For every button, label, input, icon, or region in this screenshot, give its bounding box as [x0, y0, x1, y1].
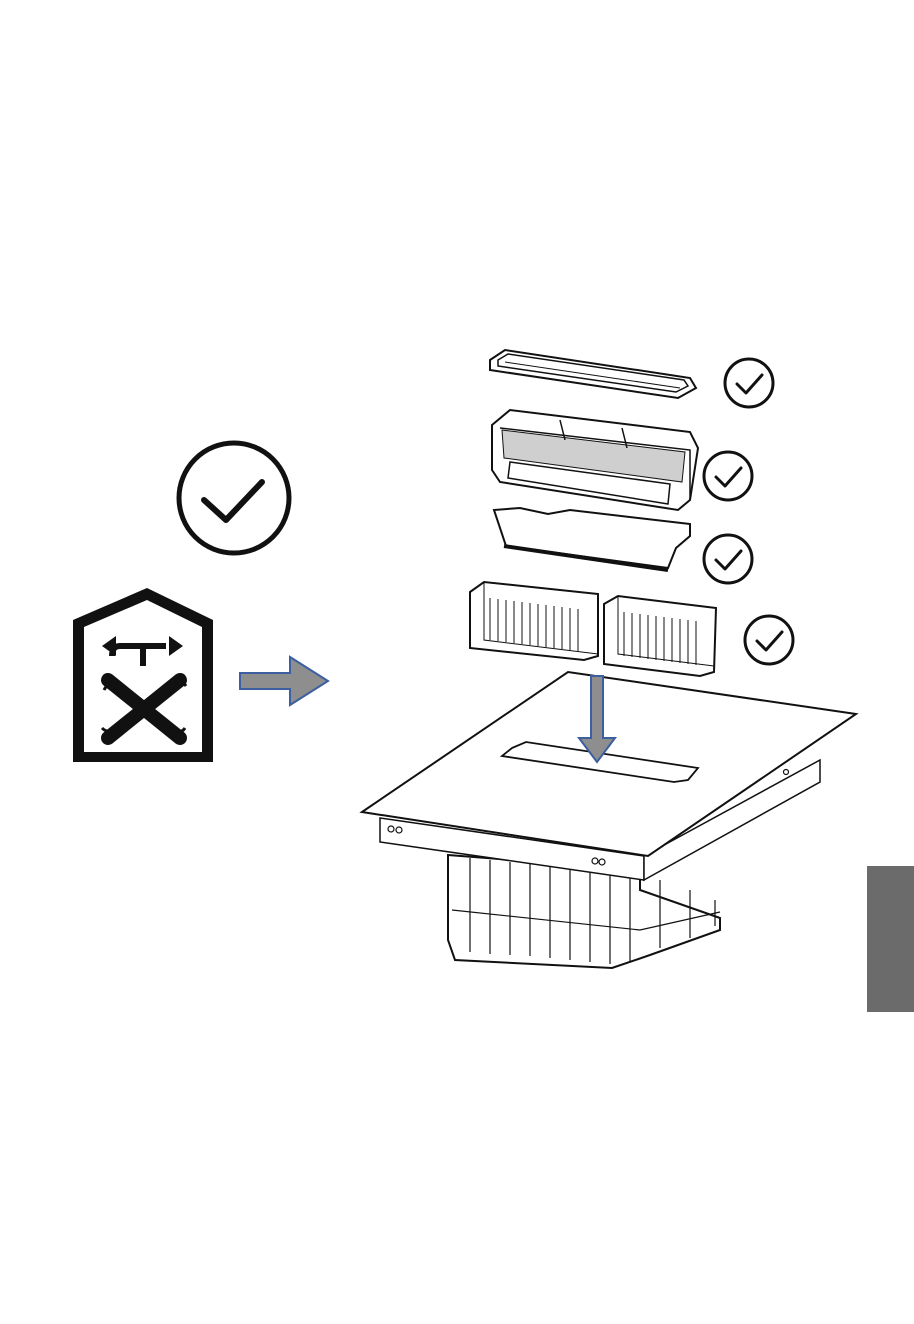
- side-tab: [867, 866, 914, 1012]
- deflector-plate-component: [494, 508, 690, 570]
- check-circle-icon: [179, 443, 289, 553]
- check-circle-icon: [704, 452, 752, 500]
- check-circle-icon: [745, 616, 793, 664]
- check-circle-icon: [725, 359, 773, 407]
- induction-hob: [362, 672, 856, 968]
- odour-filters-component: [470, 582, 716, 676]
- check-circle-icon: [704, 535, 752, 583]
- grease-filter-component: [492, 410, 698, 510]
- house-recirculation-no-duct-icon: [73, 588, 213, 762]
- right-arrow-icon: [240, 657, 328, 705]
- grille-component: [490, 350, 696, 398]
